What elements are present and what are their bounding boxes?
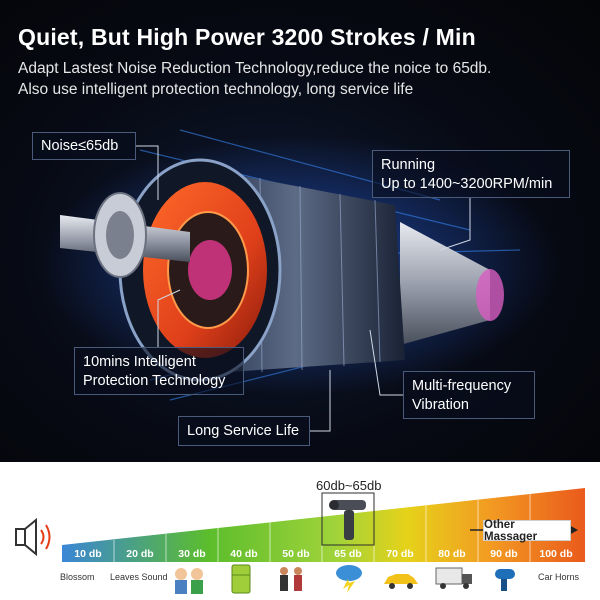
callout-protection-line-2: Protection Technology <box>83 373 226 389</box>
sound-waves-icon <box>38 522 54 557</box>
scale-level-40: 40 db <box>230 547 258 560</box>
callout-multi-line-1: Multi-frequency <box>412 378 512 394</box>
callout-protection-line-1: 10mins Intelligent <box>83 354 196 370</box>
speaker-icon <box>14 516 58 563</box>
truck-icon <box>434 565 474 596</box>
callout-noise-text: Noise≤65db <box>41 138 119 154</box>
massage-gun-icon <box>328 496 370 549</box>
subtitle-line-2: Also use intelligent protection technolo… <box>18 81 414 98</box>
scale-level-30: 30 db <box>178 547 206 560</box>
callout-service-life: Long Service Life <box>178 416 310 446</box>
label-leaves-sound: Leaves Sound <box>110 572 168 582</box>
label-blossom: Blossom <box>60 572 95 582</box>
label-car-horns: Car Horns <box>538 572 580 582</box>
people-talking-icon <box>172 565 206 600</box>
scale-level-10: 10 db <box>74 547 102 560</box>
other-massager-label: Other Massager <box>483 519 571 543</box>
hair-dryer-icon <box>492 565 520 598</box>
page-subtitle: Adapt Lastest Noise Reduction Technology… <box>18 58 588 100</box>
callout-noise: Noise≤65db <box>32 132 136 160</box>
product-db-range: 60db~65db <box>316 478 382 493</box>
callout-multi-line-2: Vibration <box>412 397 469 413</box>
scale-level-100: 100 db <box>539 547 573 560</box>
scale-level-20: 20 db <box>126 547 154 560</box>
scale-level-80: 80 db <box>438 547 466 560</box>
noise-ramp <box>62 488 585 562</box>
callout-multi-frequency: Multi-frequency Vibration <box>403 371 535 419</box>
callout-life-text: Long Service Life <box>187 423 300 439</box>
subtitle-line-1: Adapt Lastest Noise Reduction Technology… <box>18 60 492 77</box>
car-icon <box>382 570 420 595</box>
scale-level-70: 70 db <box>386 547 414 560</box>
crowd-icon <box>276 563 308 600</box>
hero-section: Quiet, But High Power 3200 Strokes / Min… <box>0 0 600 462</box>
motor-illustration <box>40 129 560 432</box>
callout-running-line-1: Running <box>381 157 436 173</box>
storm-icon <box>333 563 365 598</box>
scale-level-90: 90 db <box>490 547 518 560</box>
page-title: Quiet, But High Power 3200 Strokes / Min <box>18 24 476 50</box>
callout-protection: 10mins Intelligent Protection Technology <box>74 347 244 395</box>
callout-running: Running Up to 1400~3200RPM/min <box>372 150 570 198</box>
refrigerator-icon <box>230 563 252 600</box>
scale-level-65: 65 db <box>334 547 362 560</box>
callout-running-line-2: Up to 1400~3200RPM/min <box>381 176 553 192</box>
scale-level-50: 50 db <box>282 547 310 560</box>
